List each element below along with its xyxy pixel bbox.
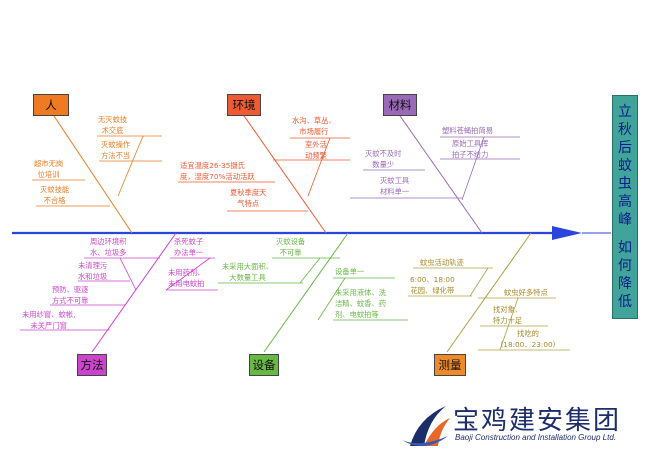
- bone-methods: [91, 232, 177, 353]
- cause-label: 未采用大面积、 大数量工具: [222, 262, 274, 282]
- bone-environment: [241, 112, 327, 234]
- cause-label: 塑料苍蝇拍简易: [442, 126, 494, 135]
- cause-label: 原始工具挥 拍子不给力: [452, 139, 489, 159]
- cause-label: 灭蚊不及时 数量少: [365, 149, 402, 169]
- category-environment: 环境: [227, 94, 261, 116]
- cause-label: 灭蚊技能 不合格: [40, 185, 70, 205]
- cause-label: 找对象、 特力十足: [493, 305, 523, 325]
- cause-label: 超市无岗 位培训: [34, 159, 64, 179]
- cause-label: 6:00、18:00 花园、绿化带: [410, 275, 455, 295]
- cause-label: 杀死蚊子 办法单一: [174, 237, 204, 257]
- effect-title: 立秋后蚊虫高峰: [618, 104, 632, 228]
- cause-label: 室外活 动频繁: [305, 140, 327, 160]
- cause-label: 未采用液体、洗 洁精、蚊香、药 剂、电蚊拍等: [335, 288, 387, 319]
- cause-label: 灭蚊工具 材料单一: [380, 176, 410, 196]
- bone-materials: [397, 112, 483, 234]
- effect-box: 立秋后蚊虫高峰 如何降低: [612, 95, 638, 319]
- category-people: 人: [33, 94, 69, 116]
- cause-label: 灭蚊设备 不可靠: [276, 237, 306, 257]
- company-logo-icon: [402, 406, 450, 447]
- category-methods: 方法: [77, 354, 107, 376]
- cause-label: 水沟、草丛、 市场履行: [292, 116, 336, 136]
- effect-subtitle: 如何降低: [618, 240, 632, 310]
- cause-label: 周边环境积 水、垃圾多: [90, 237, 127, 257]
- cause-label: 未用纱窗、蚊帐, 未关严门窗: [22, 310, 76, 330]
- company-name: 宝鸡建安集团: [453, 406, 622, 436]
- company-name-english: Baoji Construction and Installation Grou…: [455, 433, 616, 442]
- cause-label: 灭蚊操作 方法不当: [101, 140, 131, 160]
- bone-measurement: [446, 232, 532, 353]
- cause-label: 夏秋季度天 气特点: [230, 188, 267, 208]
- bone-equipment: [263, 232, 349, 353]
- spine-arrowhead: [552, 226, 582, 240]
- cause-label: 蚊虫活动轨迹: [420, 258, 464, 267]
- cause-label: 预防、驱逐 方式不可靠: [52, 285, 89, 305]
- bone-people: [51, 112, 133, 234]
- cause-label: 找吃的 （18:00、23:00）: [496, 329, 560, 349]
- category-measurement: 测量: [434, 354, 466, 376]
- cause-label: 未清理污 水和垃圾: [78, 261, 108, 281]
- category-equipment: 设备: [249, 354, 279, 376]
- cause-label: 设备单一: [335, 267, 365, 276]
- cause-label: 适宜温度26-35摄氏 度，湿度70%活动活跃: [180, 161, 255, 181]
- cause-label: 无灭蚊技 术交底: [98, 115, 128, 135]
- category-materials: 材料: [383, 94, 417, 116]
- cause-label: 蚊虫好多特点: [504, 288, 548, 297]
- cause-label: 未用药剂、 未用电蚊拍: [168, 268, 205, 288]
